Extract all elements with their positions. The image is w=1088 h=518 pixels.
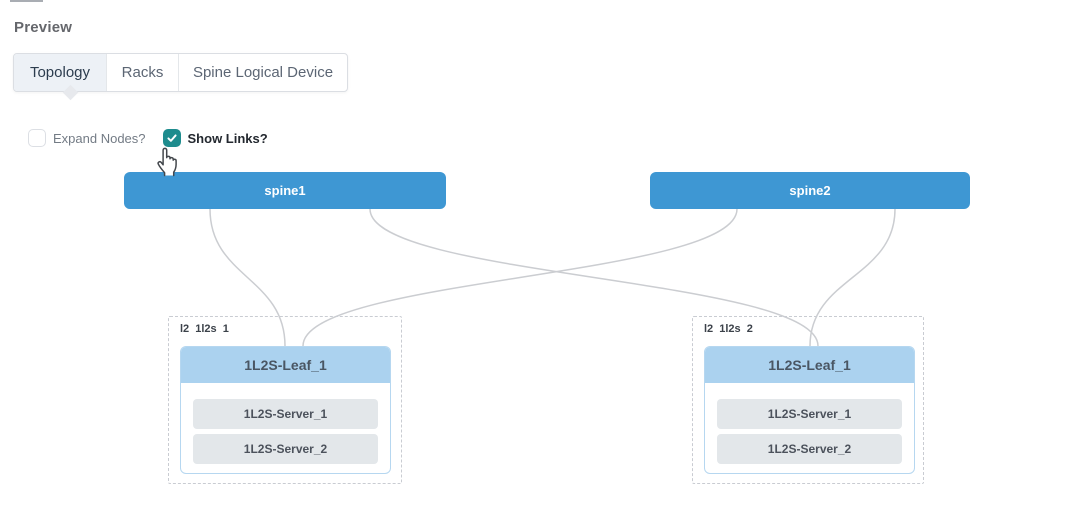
spine1-node[interactable]: spine1	[124, 172, 446, 209]
show-links-checkbox[interactable]	[162, 129, 181, 147]
expand-nodes-control[interactable]: Expand Nodes?	[28, 129, 146, 147]
checkmark-icon	[166, 134, 177, 142]
rack-1-leaf-card: 1L2S-Leaf_1 1L2S-Server_1 1L2S-Server_2	[180, 346, 391, 474]
rack-2-server-node[interactable]: 1L2S-Server_2	[717, 434, 902, 464]
show-links-label: Show Links?	[187, 130, 268, 146]
rack-1-container: l2 1l2s 1 1L2S-Leaf_1 1L2S-Server_1 1L2S…	[168, 316, 402, 484]
rack-1-leaf-body: 1L2S-Server_1 1L2S-Server_2	[181, 383, 390, 464]
rack-1-server-node[interactable]: 1L2S-Server_1	[193, 399, 378, 429]
spine1-label: spine1	[264, 183, 306, 198]
tab-spine-logical-device-label: Spine Logical Device	[192, 64, 334, 81]
expand-nodes-checkbox[interactable]	[28, 129, 46, 147]
tab-racks[interactable]: Racks	[107, 54, 179, 91]
rack-2-leaf-card: 1L2S-Leaf_1 1L2S-Server_1 1L2S-Server_2	[704, 346, 915, 474]
tab-spine-logical-device[interactable]: Spine Logical Device	[179, 54, 347, 91]
spine2-label: spine2	[789, 183, 831, 198]
show-links-control[interactable]: Show Links?	[162, 129, 268, 147]
expand-nodes-label: Expand Nodes?	[53, 130, 146, 146]
rack-2-container: l2 1l2s 2 1L2S-Leaf_1 1L2S-Server_1 1L2S…	[692, 316, 924, 484]
spine2-node[interactable]: spine2	[650, 172, 970, 209]
rack-2-tag: l2 1l2s 2	[704, 323, 753, 335]
rack-1-server-node[interactable]: 1L2S-Server_2	[193, 434, 378, 464]
rack-1-leaf-node[interactable]: 1L2S-Leaf_1	[181, 347, 390, 383]
rack-1-tag: l2 1l2s 1	[180, 323, 229, 335]
tab-topology-label: Topology	[29, 64, 91, 81]
page-title: Preview	[14, 19, 73, 36]
rack-2-server-node[interactable]: 1L2S-Server_1	[717, 399, 902, 429]
tab-topology[interactable]: Topology	[14, 54, 107, 91]
rack-2-leaf-node[interactable]: 1L2S-Leaf_1	[705, 347, 914, 383]
tab-group: Topology Racks Spine Logical Device	[13, 53, 348, 101]
preview-controls: Expand Nodes? Show Links?	[28, 129, 268, 147]
top-edge-fragment	[10, 0, 43, 2]
rack-2-leaf-body: 1L2S-Server_1 1L2S-Server_2	[705, 383, 914, 464]
tab-racks-label: Racks	[121, 64, 164, 81]
